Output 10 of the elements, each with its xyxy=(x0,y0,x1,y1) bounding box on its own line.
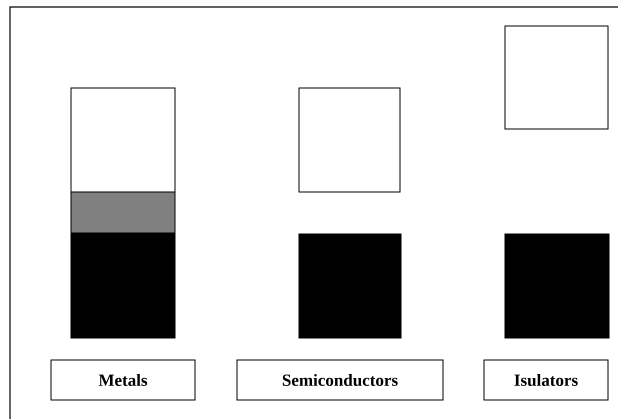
valence-band xyxy=(70,232,176,338)
label-box: Isulators xyxy=(484,359,608,400)
label-box: Semiconductors xyxy=(236,359,444,400)
conduction-band xyxy=(70,88,176,192)
valence-band xyxy=(298,233,402,338)
conduction-band xyxy=(504,26,608,130)
conduction-band xyxy=(298,88,400,192)
valence-band xyxy=(504,233,610,338)
label-box: Metals xyxy=(50,359,196,400)
overlap-band xyxy=(70,191,176,234)
